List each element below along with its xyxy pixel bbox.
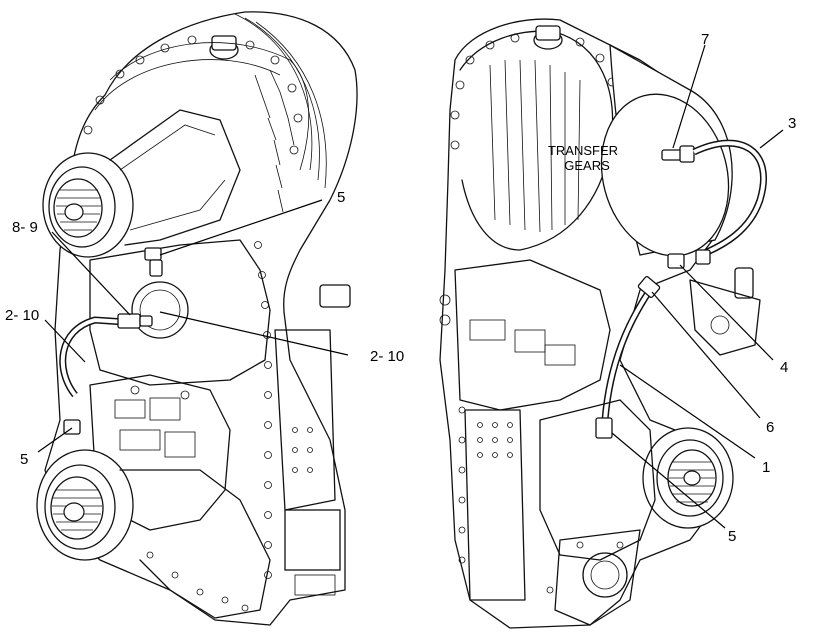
callout-6: 6 (766, 419, 774, 436)
callout-8-9: 8- 9 (12, 219, 38, 236)
callout-2-10-right: 2- 10 (370, 348, 404, 365)
callout-5-right: 5 (728, 528, 736, 545)
callout-3: 3 (788, 115, 796, 132)
callout-4: 4 (780, 359, 788, 376)
leader-lines (37, 44, 784, 529)
callout-5-left-bottom: 5 (20, 451, 28, 468)
left-transmission-drawing (36, 11, 358, 626)
callout-7: 7 (701, 31, 709, 48)
callout-1: 1 (762, 459, 770, 476)
callout-labels: 5 8- 9 2- 10 2- 10 5 7 3 4 6 1 5 (5, 31, 796, 545)
callout-5-left-top: 5 (337, 189, 345, 206)
transfer-gears-label-line1: TRANSFER (548, 143, 618, 158)
right-transmission-drawing: TRANSFER GEARS (439, 18, 768, 629)
transfer-gears-label-line2: GEARS (564, 158, 610, 173)
callout-2-10-left: 2- 10 (5, 307, 39, 324)
